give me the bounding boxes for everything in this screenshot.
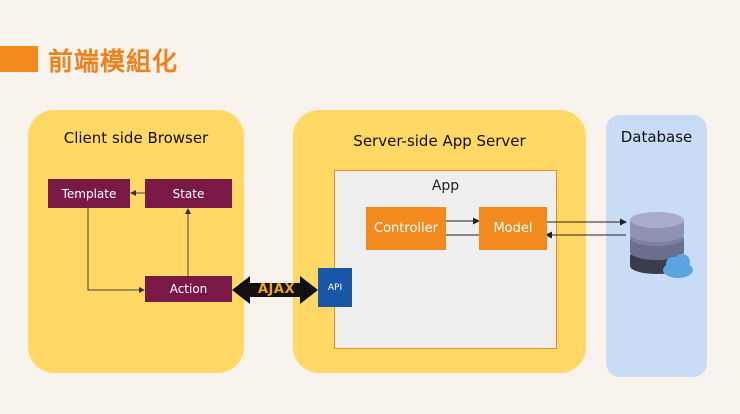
page-title: 前端模組化 [48,47,179,76]
database-icon [630,212,693,278]
ajax-label: AJAX [258,282,295,297]
model-box: Model [479,207,547,250]
api-label: API [327,282,343,293]
controller-label: Controller [374,221,438,236]
action-box: Action [145,276,232,302]
database-panel-label: Database [620,128,693,146]
action-label: Action [169,282,208,296]
title-accent-bar [0,46,38,72]
api-box: API [318,268,352,307]
template-box: Template [48,179,130,208]
app-label: App [431,178,460,194]
cloud-icon [663,254,693,278]
ajax-double-arrow [232,276,318,304]
state-box: State [145,179,232,208]
controller-box: Controller [366,207,446,250]
template-to-action-line [87,208,145,293]
client-browser-panel [28,110,244,373]
template-label: Template [61,186,117,201]
server-panel-label: Server-side App Server [353,132,526,150]
client-panel-label: Client side Browser [63,129,209,147]
model-label: Model [493,221,533,236]
state-label: State [172,186,205,201]
app-container [334,170,557,349]
